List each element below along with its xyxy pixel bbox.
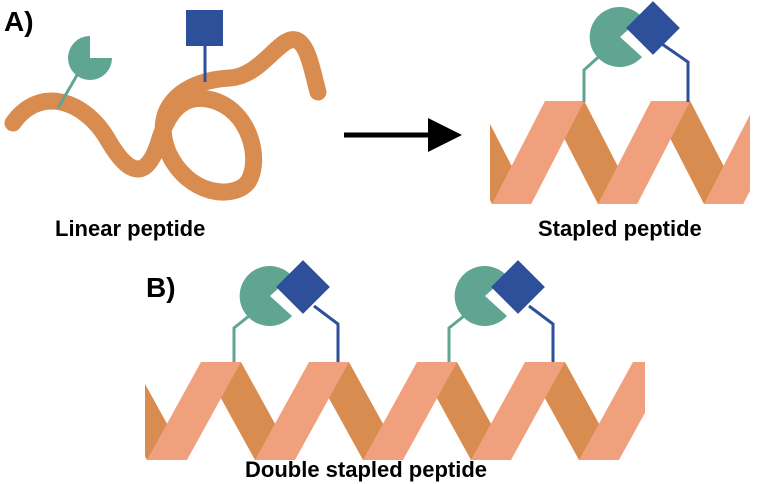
linear-teal-pacman-icon xyxy=(68,36,112,80)
linear-teal-linker xyxy=(56,69,82,109)
double-stapled-peptide-label: Double stapled peptide xyxy=(245,457,487,482)
double-helix-front-strand xyxy=(363,362,457,460)
stapled-helix-back-strand xyxy=(490,123,532,204)
panel-b-letter: B) xyxy=(146,272,176,303)
double-helix-front-strand xyxy=(255,362,349,460)
double-stapled-helix xyxy=(39,362,780,460)
double-teal-pacman-icon-2 xyxy=(454,266,507,326)
double-helix-front-strand xyxy=(471,362,565,460)
double-helix-front-strand xyxy=(579,362,645,460)
linear-blue-square-icon xyxy=(186,10,223,46)
double-blue-linker-2 xyxy=(528,304,555,362)
stapled-teal-pacman-icon xyxy=(589,7,642,67)
linear-peptide-label: Linear peptide xyxy=(55,216,205,241)
stapled-helix-back-strand xyxy=(757,101,780,204)
double-teal-linker-2 xyxy=(447,310,470,362)
double-blue-linker-1 xyxy=(313,304,340,362)
double-teal-pacman-icon-1 xyxy=(239,266,292,326)
stapled-blue-linker xyxy=(661,42,690,102)
double-helix-back-strand xyxy=(741,362,780,460)
stapled-blue-square-icon xyxy=(626,1,680,55)
stapled-helix-front-strand xyxy=(492,101,585,204)
panel-a-letter: A) xyxy=(4,6,34,37)
stapled-helix-front-strand xyxy=(386,101,478,204)
stapled-helix-front-strand xyxy=(704,114,750,204)
reaction-arrow xyxy=(344,118,462,152)
stapled-teal-linker xyxy=(582,50,606,102)
stapled-peptide-label: Stapled peptide xyxy=(538,216,702,241)
double-helix-front-strand xyxy=(687,362,780,460)
double-helix-front-strand xyxy=(147,362,241,460)
stapled-helix-front-strand xyxy=(598,101,691,204)
double-helix-back-strand xyxy=(633,362,645,384)
double-teal-linker-1 xyxy=(232,310,255,362)
double-blue-square-icon-1 xyxy=(276,260,330,314)
double-blue-square-icon-2 xyxy=(491,260,545,314)
double-helix-front-strand xyxy=(39,362,133,460)
linear-peptide-chain xyxy=(4,31,327,201)
stapled-helix xyxy=(386,101,780,204)
